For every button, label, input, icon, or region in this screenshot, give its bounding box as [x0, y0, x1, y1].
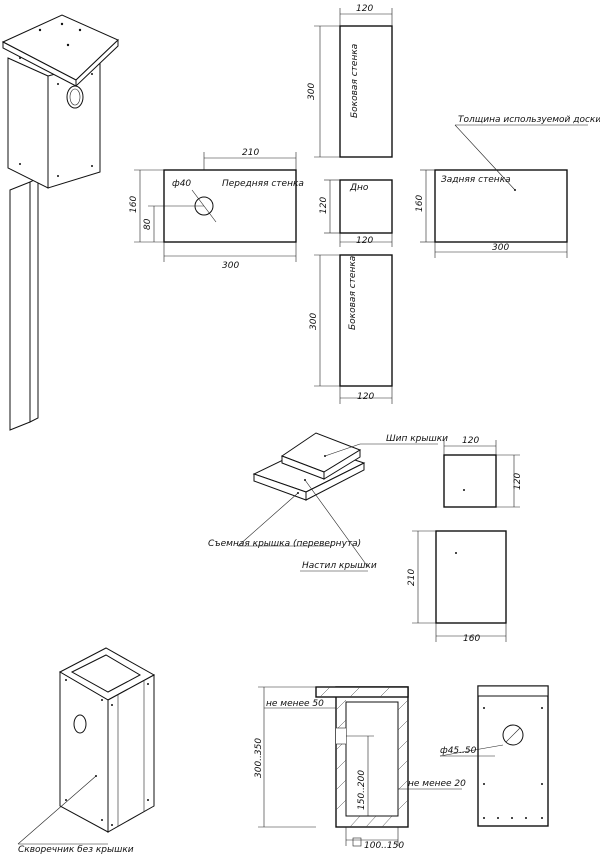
dim-view-hole: ф45..50	[440, 746, 477, 756]
open-birdhouse-icon: Скворечник без крышки	[17, 647, 156, 855]
dim-front-h: 160	[129, 196, 139, 213]
label-side-wall-bottom: Боковая стенка	[348, 256, 358, 330]
dim-section-inner: 150..200	[357, 770, 367, 810]
dim-deck-h: 210	[407, 569, 417, 586]
dim-side-bottom-h: 300	[309, 313, 319, 330]
label-lid-tenon: Шип крышки	[386, 434, 448, 444]
dim-side-top-w: 120	[356, 4, 373, 14]
dim-side-bottom-w: 120	[357, 392, 374, 402]
front-view: ф45..50	[439, 685, 549, 827]
dim-tenon-w: 120	[462, 436, 479, 446]
label-back-wall: Задняя стенка	[441, 175, 511, 185]
dim-bottom-h: 120	[319, 197, 329, 214]
side-wall-bottom: 300 Боковая стенка 120	[309, 254, 393, 404]
label-front-wall: Передняя стенка	[222, 179, 304, 189]
dim-front-hole-offset: 210	[242, 148, 259, 158]
dim-deck-w: 160	[463, 634, 480, 644]
dim-front-hole-dia: ф40	[172, 179, 191, 189]
label-side-wall-top: Боковая стенка	[350, 44, 360, 118]
section-view: не менее 50 300..350 150..200 не менее 2…	[254, 686, 466, 851]
dim-section-square: 100..150	[364, 841, 404, 851]
dim-back-h: 160	[415, 195, 425, 212]
dim-bottom-w: 120	[356, 236, 373, 246]
dim-back-w: 300	[492, 243, 509, 253]
side-wall-top: 120 300 Боковая стенка	[307, 4, 393, 158]
label-lid-deck: Настил крышки	[302, 561, 377, 571]
bottom-part: Дно 120 120	[319, 179, 393, 247]
label-bottom: Дно	[349, 183, 369, 193]
dim-front-w: 300	[222, 261, 239, 271]
lid-tenon-part: 120 120	[443, 436, 523, 508]
dim-section-min50: не менее 50	[266, 699, 324, 709]
front-wall: 210 ф40 Передняя стенка 160 80 300	[129, 148, 304, 271]
dim-section-min20: не менее 20	[408, 779, 466, 789]
dim-side-top-h: 300	[307, 83, 317, 100]
birdhouse-on-pole-icon	[1, 14, 119, 431]
dim-section-height: 300..350	[254, 738, 264, 778]
back-wall: Толщина используемой доски 20 мм Задняя …	[415, 115, 600, 258]
removable-lid: Шип крышки Съемная крышка (перевернута) …	[208, 432, 448, 572]
dim-tenon-h: 120	[513, 473, 523, 490]
lid-deck-part: 210 160	[407, 530, 507, 644]
label-no-lid: Скворечник без крышки	[18, 845, 134, 855]
label-removable-lid: Съемная крышка (перевернута)	[208, 539, 361, 549]
label-board-thickness: Толщина используемой доски 20 мм	[458, 115, 600, 125]
dim-front-hole-h: 80	[143, 218, 153, 230]
